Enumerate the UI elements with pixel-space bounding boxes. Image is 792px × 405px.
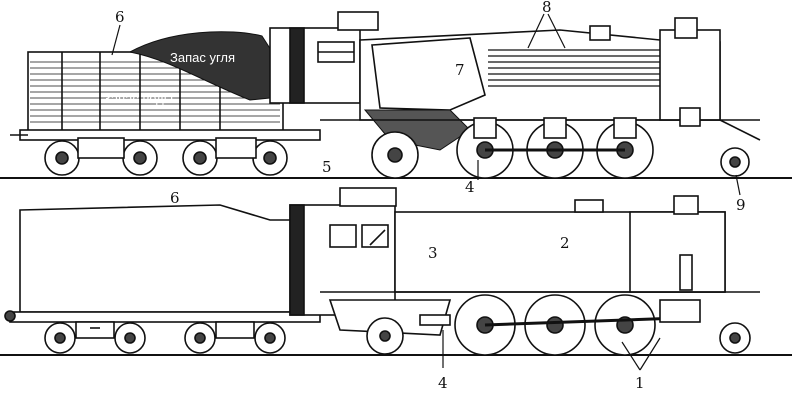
bottom-boiler: [320, 195, 760, 336]
callout-6-top: 6: [115, 8, 125, 26]
callout-3: 3: [428, 244, 438, 262]
bottom-driving-wheels: [366, 294, 751, 356]
callout-5: 5: [322, 158, 332, 176]
callout-9: 9: [736, 196, 746, 214]
callout-6-bottom: 6: [170, 189, 180, 207]
callout-1: 1: [635, 374, 645, 392]
callout-7: 7: [455, 61, 465, 79]
top-cab: [269, 11, 379, 104]
bottom-locomotive: [0, 187, 792, 356]
callout-4-top: 4: [465, 178, 475, 196]
callout-8: 8: [542, 0, 552, 16]
top-tender: [10, 31, 321, 141]
water-reserve-label: Запас воды: [103, 91, 173, 106]
leader-lines: [111, 13, 741, 371]
top-tender-wheels: [44, 137, 288, 176]
bottom-tender: [4, 204, 321, 354]
callout-4-bottom: 4: [438, 374, 448, 392]
bottom-cab: [289, 187, 397, 316]
coal-reserve-label: Запас угля: [170, 50, 235, 65]
top-driving-wheels: [371, 107, 750, 179]
top-locomotive: [0, 11, 792, 179]
callout-2: 2: [560, 234, 570, 252]
